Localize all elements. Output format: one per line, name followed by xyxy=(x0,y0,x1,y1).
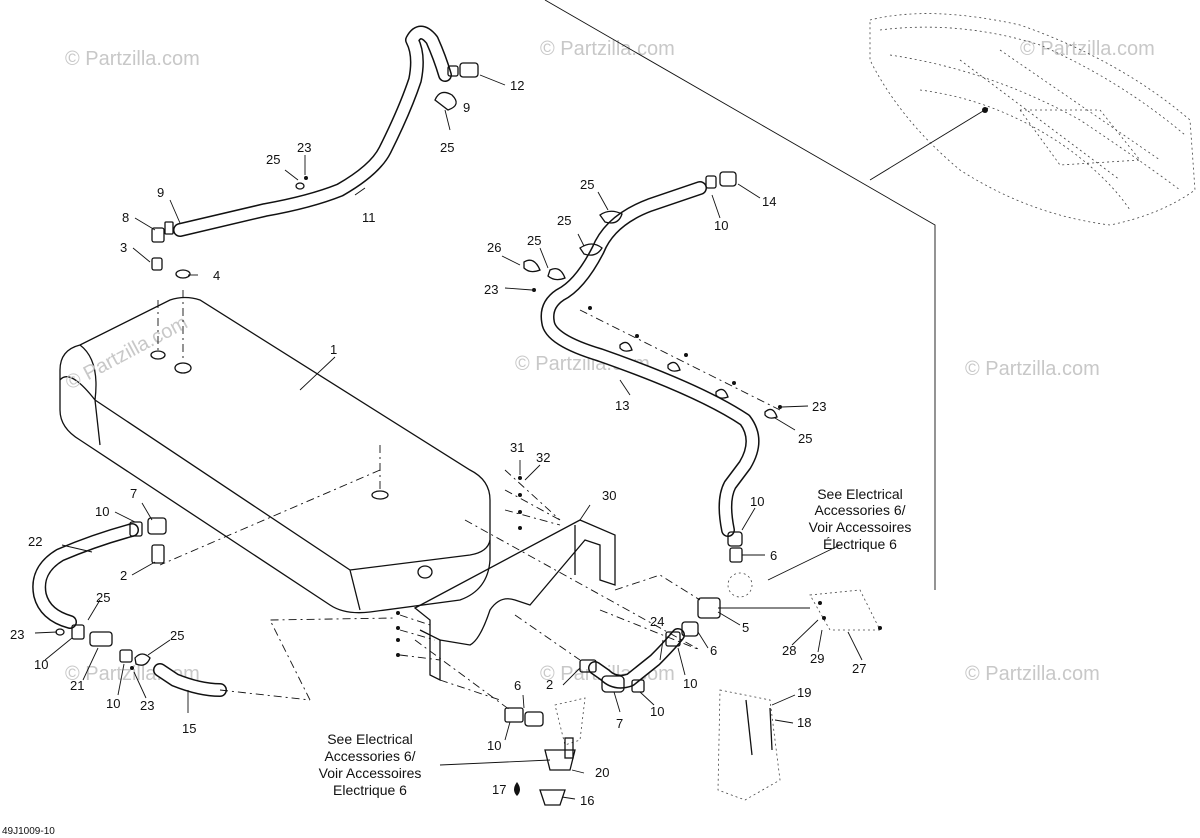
callout-25: 25 xyxy=(266,152,280,167)
callout-7: 7 xyxy=(616,716,623,731)
inset-leader xyxy=(869,107,989,181)
watermark: © Partzilla.com xyxy=(62,312,191,395)
callout-28: 28 xyxy=(782,643,796,658)
note-electrical-bottom: See Electrical Accessories 6/ Voir Acces… xyxy=(319,731,422,798)
note-electrical-top: See Electrical Accessories 6/ Voir Acces… xyxy=(809,486,912,552)
callout-25: 25 xyxy=(557,213,571,228)
callout-24: 24 xyxy=(650,614,664,629)
callout-25: 25 xyxy=(170,628,184,643)
callout-23: 23 xyxy=(10,627,24,642)
callout-2: 2 xyxy=(120,568,127,583)
watermark: © Partzilla.com xyxy=(965,663,1100,685)
diagram-code: 49J1009-10 xyxy=(2,826,55,837)
callout-10: 10 xyxy=(95,504,109,519)
callout-10: 10 xyxy=(683,676,697,691)
callout-25: 25 xyxy=(96,590,110,605)
callout-23: 23 xyxy=(812,399,826,414)
inset-divider xyxy=(544,0,936,590)
watermark: © Partzilla.com xyxy=(1020,38,1155,60)
callout-23: 23 xyxy=(297,140,311,155)
callout-3: 3 xyxy=(120,240,127,255)
center-fittings xyxy=(579,572,882,693)
svg-text:Accessories 6/: Accessories 6/ xyxy=(814,502,905,518)
callout-10: 10 xyxy=(487,738,501,753)
svg-text:Electrique 6: Electrique 6 xyxy=(333,782,407,798)
watermark: © Partzilla.com xyxy=(540,38,675,60)
callout-13: 13 xyxy=(615,398,629,413)
callout-31: 31 xyxy=(510,440,524,455)
callout-10: 10 xyxy=(650,704,664,719)
callout-6: 6 xyxy=(514,678,521,693)
callout-16: 16 xyxy=(580,793,594,808)
callout-21: 21 xyxy=(70,678,84,693)
callout-20: 20 xyxy=(595,765,609,780)
callout-17: 17 xyxy=(492,782,506,797)
callout-22: 22 xyxy=(28,534,42,549)
callout-26: 26 xyxy=(487,240,501,255)
svg-text:Électrique 6: Électrique 6 xyxy=(823,536,897,552)
callout-32: 32 xyxy=(536,450,550,465)
callout-23: 23 xyxy=(140,698,154,713)
watermark: © Partzilla.com xyxy=(65,48,200,70)
svg-text:Voir Accessoires: Voir Accessoires xyxy=(319,765,422,781)
callout-23: 23 xyxy=(484,282,498,297)
watermark: © Partzilla.com xyxy=(965,358,1100,380)
callout-18: 18 xyxy=(797,715,811,730)
fuel-tank: © Partzilla.com xyxy=(59,296,491,614)
callout-6: 6 xyxy=(710,643,717,658)
svg-text:See Electrical: See Electrical xyxy=(327,731,413,747)
callout-14: 14 xyxy=(762,194,776,209)
filler-fittings xyxy=(151,62,479,279)
callout-1: 1 xyxy=(330,342,337,357)
fuel-pump-assembly xyxy=(504,689,781,806)
callout-30: 30 xyxy=(602,488,616,503)
callout-6: 6 xyxy=(770,548,777,563)
svg-text:Voir Accessoires: Voir Accessoires xyxy=(809,519,912,535)
callout-19: 19 xyxy=(797,685,811,700)
callout-29: 29 xyxy=(810,651,824,666)
callout-4: 4 xyxy=(213,268,220,283)
callout-10: 10 xyxy=(106,696,120,711)
callout-7: 7 xyxy=(130,486,137,501)
callout-leaders xyxy=(34,74,863,800)
callout-5: 5 xyxy=(742,620,749,635)
callout-25: 25 xyxy=(527,233,541,248)
callout-10: 10 xyxy=(750,494,764,509)
callout-25: 25 xyxy=(798,431,812,446)
svg-text:Accessories 6/: Accessories 6/ xyxy=(324,748,415,764)
callout-10: 10 xyxy=(34,657,48,672)
callout-25: 25 xyxy=(440,140,454,155)
callout-9: 9 xyxy=(157,185,164,200)
callout-15: 15 xyxy=(182,721,196,736)
callout-25: 25 xyxy=(580,177,594,192)
tank-support-bracket xyxy=(413,519,616,682)
callout-12: 12 xyxy=(510,78,524,93)
screws-31-32 xyxy=(396,476,522,657)
callout-labels: 1 12 9 25 11 25 23 9 8 3 4 14 10 25 25 2… xyxy=(10,78,866,808)
callout-11: 11 xyxy=(362,210,376,225)
callout-9: 9 xyxy=(463,100,470,115)
callout-27: 27 xyxy=(852,661,866,676)
callout-10: 10 xyxy=(714,218,728,233)
vent-clips xyxy=(523,171,782,563)
svg-text:See Electrical: See Electrical xyxy=(817,486,903,502)
left-fittings xyxy=(55,517,167,670)
callout-2: 2 xyxy=(546,677,553,692)
callout-8: 8 xyxy=(122,210,129,225)
